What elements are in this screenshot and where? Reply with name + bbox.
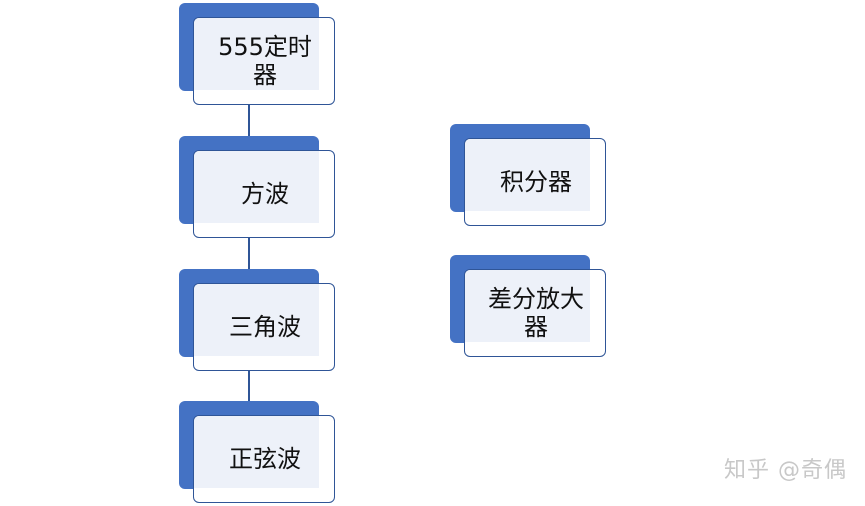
- connector-555-to-square: [248, 92, 250, 136]
- connector-triangle-to-sine: [248, 360, 250, 402]
- node-label: 正弦波: [229, 445, 301, 473]
- node-label: 差分放大器: [488, 285, 584, 341]
- node-box: [193, 283, 335, 371]
- node-555-timer[interactable]: 555定时器: [179, 3, 337, 107]
- node-label: 555定时器: [218, 33, 312, 89]
- node-square-wave[interactable]: 方波: [179, 136, 337, 240]
- connector-square-to-triangle: [248, 228, 250, 270]
- node-label: 三角波: [229, 313, 301, 341]
- watermark: 知乎 @奇偶: [724, 458, 847, 483]
- node-sine-wave[interactable]: 正弦波: [179, 401, 337, 505]
- node-box: [193, 415, 335, 503]
- node-box: [464, 269, 606, 357]
- node-integrator[interactable]: 积分器: [450, 124, 608, 228]
- node-box: [193, 150, 335, 238]
- node-box: [193, 17, 335, 105]
- node-differential-amplifier[interactable]: 差分放大器: [450, 255, 608, 359]
- node-label: 方波: [241, 180, 289, 208]
- node-label: 积分器: [500, 168, 572, 196]
- node-box: [464, 138, 606, 226]
- node-triangle-wave[interactable]: 三角波: [179, 269, 337, 373]
